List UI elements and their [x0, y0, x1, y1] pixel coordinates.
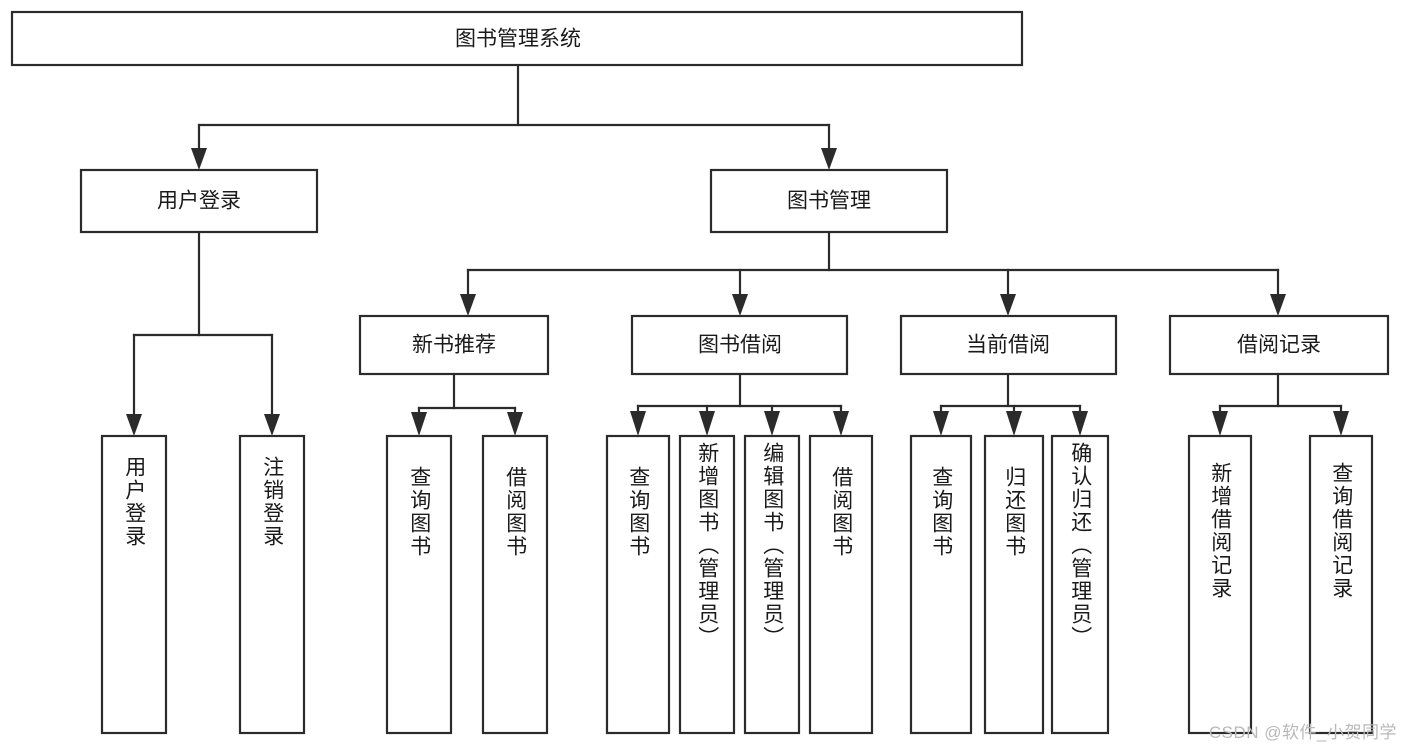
node-book-mgmt[interactable]: 图书管理: [709, 168, 949, 234]
leaf-box-borrow-edit[interactable]: [743, 434, 801, 735]
leaf-box-logout[interactable]: [238, 434, 306, 735]
node-borrow-record[interactable]: 借阅记录: [1168, 314, 1390, 376]
node-current-borrow-box[interactable]: [899, 314, 1118, 376]
arrow-head-current-return: [1006, 411, 1022, 436]
node-user-login-label: 用户登录: [157, 190, 241, 213]
arrow-head-newbook-query: [411, 412, 427, 436]
leaf-box-current-query[interactable]: [909, 434, 973, 735]
arrow-head-borrow: [732, 294, 748, 316]
node-book-mgmt-label: 图书管理: [787, 190, 871, 213]
leaf-box-current-confirm[interactable]: [1050, 434, 1110, 735]
arrow-head-leaf-logout: [264, 414, 280, 436]
node-current-borrow-label: 当前借阅: [966, 334, 1050, 357]
node-new-book-recommend[interactable]: 新书推荐: [358, 314, 550, 376]
edge-group-borrow: [630, 372, 849, 436]
arrow-head-current-confirm: [1072, 411, 1088, 436]
leaf-box-newbook-borrow[interactable]: [481, 434, 549, 735]
node-user-login-box[interactable]: [79, 168, 319, 234]
node-borrow-record-box[interactable]: [1168, 314, 1390, 376]
edge-group-current: [933, 372, 1088, 436]
node-book-mgmt-box[interactable]: [709, 168, 949, 234]
leaf-box-borrow-add[interactable]: [678, 434, 736, 735]
arrow-head-record: [1270, 294, 1286, 316]
node-borrow-record-label: 借阅记录: [1237, 334, 1321, 357]
arrow-head-current-query: [933, 411, 949, 436]
arrow-head-book-mgmt: [821, 148, 837, 170]
arrow-head-borrow-query: [630, 411, 646, 436]
watermark-csdn: CSDN @软件_小贺同学: [1208, 723, 1397, 742]
arrow-head-record-add: [1212, 411, 1228, 436]
node-root-label: 图书管理系统: [455, 28, 581, 51]
leaf-box-current-return[interactable]: [983, 434, 1045, 735]
node-root[interactable]: 图书管理系统: [10, 10, 1024, 67]
node-root-box[interactable]: [10, 10, 1024, 67]
arrow-head-borrow-edit: [764, 411, 780, 436]
arrow-head-leaf-user-login: [126, 414, 142, 436]
node-book-borrow[interactable]: 图书借阅: [630, 314, 849, 376]
leaf-box-borrow-lend[interactable]: [808, 434, 874, 735]
edge-group-root: [191, 63, 837, 170]
arrow-head-borrow-lend: [833, 411, 849, 436]
node-book-borrow-box[interactable]: [630, 314, 849, 376]
leaf-box-newbook-query[interactable]: [385, 434, 453, 735]
edge-group-book-mgmt: [460, 230, 1286, 316]
leaf-box-record-add[interactable]: [1187, 434, 1253, 735]
edge-group-newbook: [411, 372, 523, 436]
leaf-box-user-login[interactable]: [100, 434, 168, 735]
arrow-head-current: [1000, 294, 1016, 316]
node-book-borrow-label: 图书借阅: [698, 334, 782, 357]
arrow-head-user-login: [191, 148, 207, 170]
arrow-head-borrow-add: [699, 411, 715, 436]
arrow-head-newbook: [460, 294, 476, 316]
node-new-book-recommend-label: 新书推荐: [412, 334, 496, 357]
node-user-login[interactable]: 用户登录: [79, 168, 319, 234]
node-new-book-recommend-box[interactable]: [358, 314, 550, 376]
edge-group-user-login: [126, 230, 280, 436]
edge-group-record: [1212, 372, 1349, 436]
node-current-borrow[interactable]: 当前借阅: [899, 314, 1118, 376]
leaf-box-record-query[interactable]: [1308, 434, 1374, 735]
arrow-head-newbook-borrow: [507, 412, 523, 436]
leaf-box-borrow-query[interactable]: [605, 434, 671, 735]
arrow-head-record-query: [1333, 411, 1349, 436]
